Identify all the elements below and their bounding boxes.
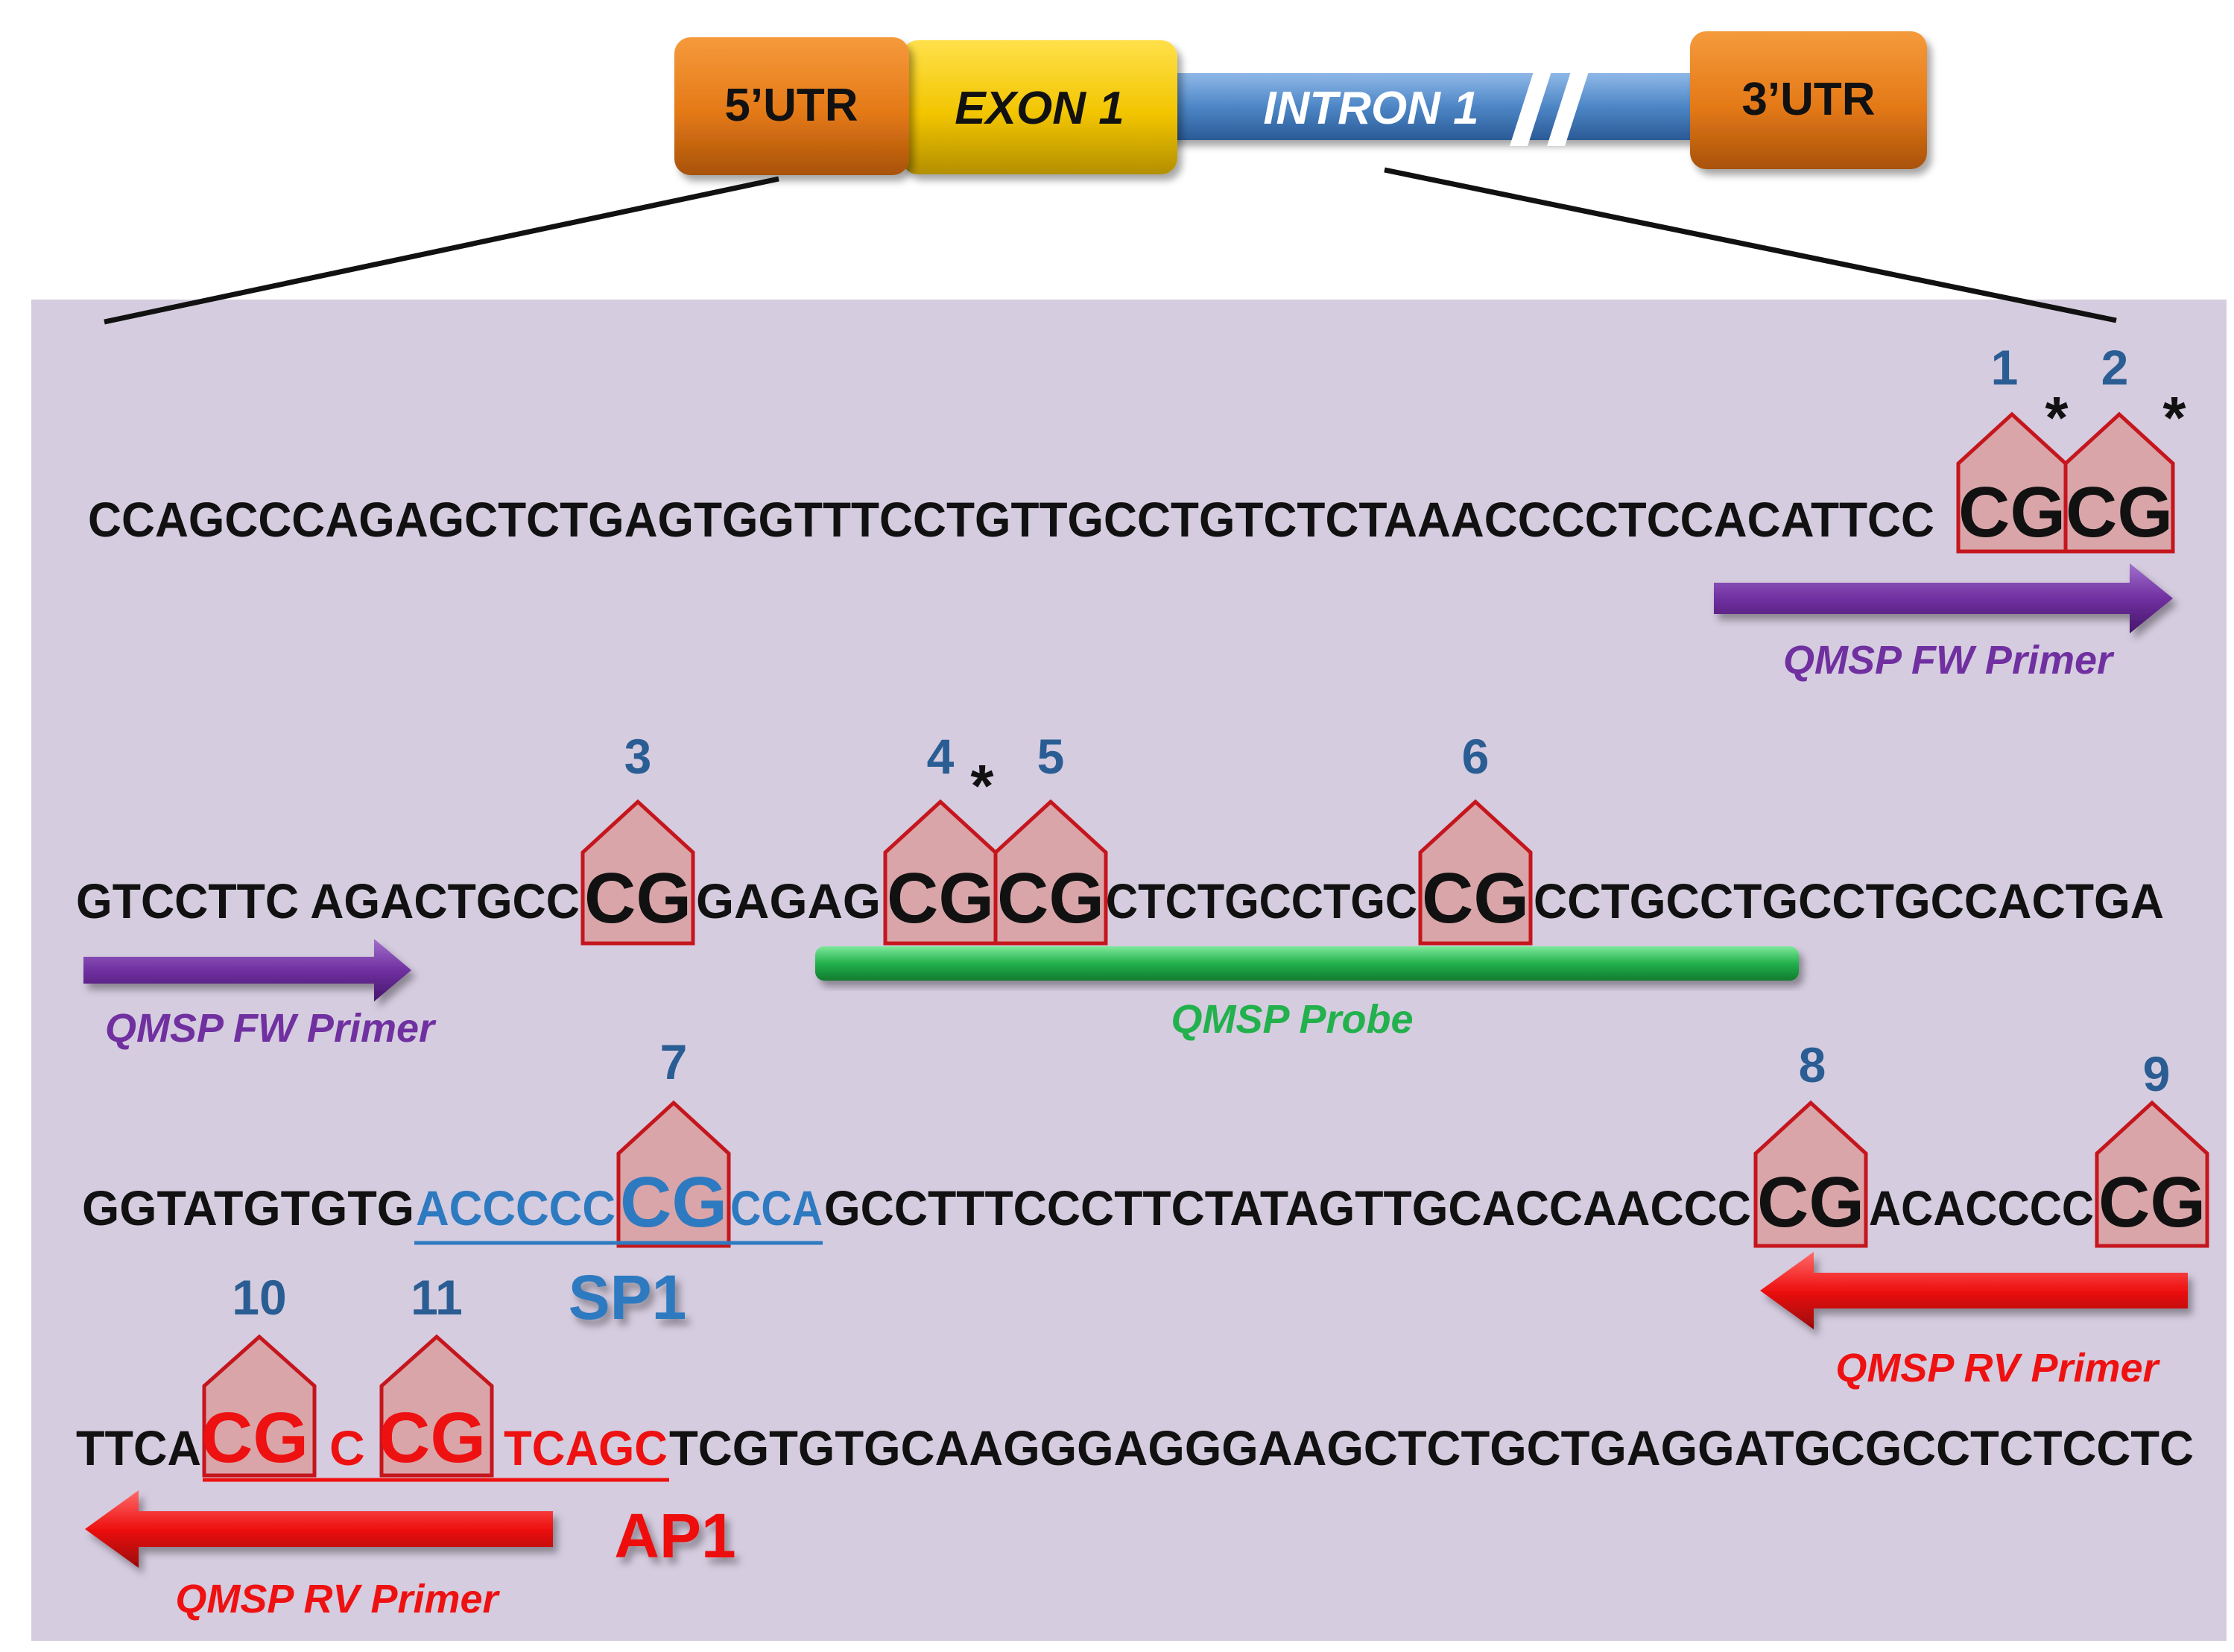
cpg-marker (1956, 411, 2068, 554)
cpg-number: 5 (1037, 729, 1065, 784)
gene-structure: INTRON 1 EXON 1 5’UTR 3’UTR (674, 31, 1927, 175)
utr3-label: 3’UTR (1741, 74, 1875, 125)
rv-primer-arrow-shape (1760, 1252, 2188, 1329)
ap1-label: AP1 (614, 1501, 735, 1571)
cpg-text: CG (887, 858, 994, 938)
intron1-label: INTRON 1 (1263, 83, 1478, 134)
cpg-number: 7 (660, 1034, 688, 1089)
cpg-site-5: CG 5 (993, 729, 1108, 946)
cpg-number: 10 (232, 1270, 286, 1325)
cpg-text: CG (1958, 472, 2066, 552)
rv-primer-arrow-1: QMSP RV Primer (1760, 1252, 2188, 1390)
sequence-line-4-part-1: TTCA (76, 1420, 201, 1475)
cpg-star: * (2162, 384, 2186, 451)
rv-primer-label: QMSP RV Primer (175, 1577, 500, 1621)
sp1-site-post: CCA (730, 1180, 823, 1235)
cpg-number: 1 (1991, 340, 2019, 395)
cpg-number: 11 (411, 1270, 463, 1325)
cpg-site-11: CG 11 (379, 1270, 494, 1478)
cpg-text: CG (379, 1398, 486, 1478)
exon1-box (902, 40, 1177, 174)
cpg-site-9: CG 9 (2095, 1046, 2209, 1248)
cpg-site-2: CG 2 * (2063, 340, 2186, 554)
cpg-marker (883, 799, 998, 946)
cpg-star: * (2045, 384, 2069, 451)
rv-primer-arrow-shape (85, 1490, 553, 1568)
cpg-text: CG (620, 1162, 727, 1242)
sequence-line-1: CCAGCCCAGAGCTCTGAGTGGTTTCCTGTTGCCTGTCTCT… (88, 492, 1934, 547)
sequence-line-2-part-4: CCTGCCTGCCTGCCACTGA (1534, 873, 2164, 928)
cpg-site-7: CG 7 (616, 1034, 731, 1248)
rv-primer-label: QMSP RV Primer (1835, 1346, 2160, 1390)
cpg-marker (580, 799, 695, 946)
cpg-marker (2063, 411, 2175, 554)
fw-primer-arrow-1: QMSP FW Primer (1714, 563, 2173, 683)
exon1-label: EXON 1 (955, 83, 1124, 134)
probe-bar: QMSP Probe (815, 946, 1799, 1042)
fw-primer-arrow-2: QMSP FW Primer (83, 939, 437, 1051)
cpg-number: 9 (2143, 1046, 2171, 1101)
cpg-site-8: CG 8 (1753, 1037, 1868, 1248)
cpg-number: 3 (624, 729, 652, 784)
zoom-line-left (104, 176, 779, 325)
sequence-line-2-part-1: GTCCTTC AGACTGCC (76, 873, 580, 928)
ap1-site-post: TCAGC (504, 1420, 668, 1475)
rv-primer-arrow-2: QMSP RV Primer (85, 1490, 553, 1621)
intron1-bar (1162, 73, 1729, 140)
cpg-text: CG (1422, 858, 1529, 938)
sp1-site-pre: ACCCCC (416, 1180, 616, 1235)
sp1-label: SP1 (569, 1262, 687, 1332)
cpg-marker (993, 799, 1108, 946)
sequence-line-3-part-1: GGTATGTGTG (82, 1180, 414, 1235)
sequence-line-2-part-2: GAGAG (696, 873, 881, 928)
cpg-site-3: CG 3 (580, 729, 695, 946)
cpg-site-6: CG 6 (1418, 729, 1533, 946)
intron-break-marks (1510, 67, 1553, 146)
cpg-site-1: CG 1 * (1956, 340, 2069, 554)
probe-label: QMSP Probe (1171, 997, 1413, 1042)
cpg-text: CG (584, 858, 692, 938)
sequence-line-2-part-3: CTCTGCCTGC (1106, 873, 1417, 928)
fw-primer-label: QMSP FW Primer (1783, 638, 2115, 683)
cpg-text: CG (2098, 1162, 2206, 1242)
cpg-number: 6 (1462, 729, 1490, 784)
zoom-line-right (1384, 167, 2117, 323)
fw-primer-arrow-shape (1714, 563, 2173, 633)
cpg-text: CG (201, 1398, 308, 1478)
cpg-text: CG (1757, 1162, 1864, 1242)
cpg-number: 8 (1799, 1037, 1826, 1092)
fw-primer-arrow-shape (83, 939, 411, 1001)
cpg-number: 4 (927, 729, 955, 784)
utr5-box (674, 37, 909, 175)
cpg-marker (379, 1334, 494, 1478)
sequence-line-4-part-2: TCGTGTGCAAGGGAGGGAAGCTCTGCTGAGGATGCGCCTC… (669, 1420, 2194, 1475)
cpg-marker (202, 1334, 317, 1478)
cpg-marker (1418, 799, 1533, 946)
cpg-marker (2095, 1100, 2209, 1248)
utr3-box (1690, 31, 1927, 169)
cpg-text: CG (2066, 472, 2173, 552)
cpg-site-10: CG 10 (201, 1270, 317, 1478)
sequence-line-3-part-3: ACACCCC (1869, 1180, 2094, 1235)
utr5-label: 5’UTR (724, 80, 858, 131)
sequence-line-3-part-2: GCCTTTCCCTTCTATAGTTGCACCAACCC (824, 1180, 1751, 1235)
cpg-number: 2 (2101, 340, 2129, 395)
ap1-site-c: C (329, 1420, 365, 1475)
probe-bar-shape (815, 946, 1799, 981)
cpg-marker (1753, 1100, 1868, 1248)
cpg-marker (616, 1100, 731, 1248)
cpg-star: * (970, 753, 994, 819)
cpg-site-4: CG 4 * (883, 729, 998, 946)
cpg-text: CG (997, 858, 1104, 938)
fw-primer-label: QMSP FW Primer (105, 1006, 437, 1051)
